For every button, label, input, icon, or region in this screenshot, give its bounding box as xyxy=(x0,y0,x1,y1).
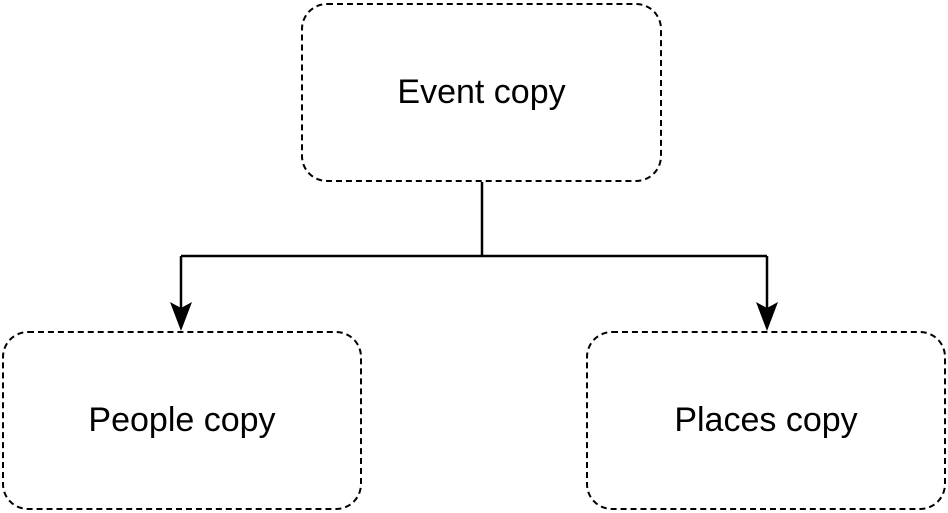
node-places[interactable]: Places copy xyxy=(586,331,946,510)
arrowhead-places xyxy=(756,302,778,331)
node-event-label: Event copy xyxy=(397,73,566,111)
arrowhead-people xyxy=(170,302,192,331)
node-event[interactable]: Event copy xyxy=(301,3,662,182)
node-people[interactable]: People copy xyxy=(2,331,362,510)
node-people-label: People copy xyxy=(88,401,276,439)
node-places-label: Places copy xyxy=(674,401,858,439)
